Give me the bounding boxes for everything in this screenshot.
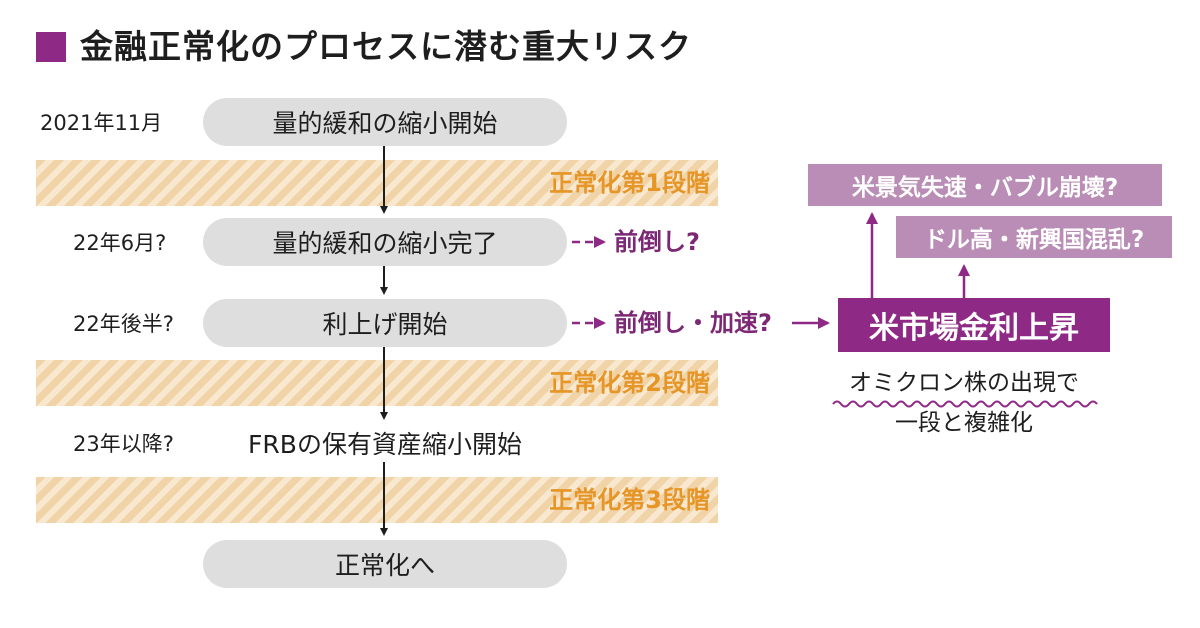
- step-label-1: 量的緩和の縮小開始: [272, 109, 498, 138]
- note-completion-earlier: 前倒し?: [614, 228, 700, 256]
- step-pill-5: 正常化へ: [203, 540, 567, 588]
- rate-rise-box: 米市場金利上昇: [838, 298, 1110, 352]
- note-hike-earlier: 前倒し・加速?: [614, 309, 772, 337]
- step-label-4: FRBの保有資産縮小開始: [248, 430, 522, 459]
- phase-label-1: 正常化第1段階: [549, 169, 710, 197]
- phase-label-3: 正常化第3段階: [549, 486, 710, 514]
- page-title: 金融正常化のプロセスに潜む重大リスク: [80, 27, 692, 66]
- phase-band-1: 正常化第1段階: [36, 160, 718, 206]
- risk-label-1: 米景気失速・バブル崩壊?: [851, 175, 1119, 201]
- title-marker: [36, 32, 66, 62]
- risk-box-2: ドル高・新興国混乱?: [896, 216, 1172, 258]
- step-date-3: 22年後半?: [73, 312, 174, 336]
- step-pill-2: 量的緩和の縮小完了: [203, 218, 567, 266]
- step-date-4: 23年以降?: [73, 432, 174, 456]
- step-plain-4: FRBの保有資産縮小開始: [203, 419, 567, 467]
- step-label-5: 正常化へ: [334, 551, 435, 580]
- omicron-line-1: オミクロン株の出現で: [849, 370, 1079, 396]
- phase-band-3: 正常化第3段階: [36, 477, 718, 523]
- step-date-2: 22年6月?: [73, 231, 167, 255]
- step-date-1: 2021年11月: [40, 111, 163, 135]
- step-label-3: 利上げ開始: [322, 310, 448, 339]
- rate-rise-label: 米市場金利上昇: [869, 311, 1079, 346]
- omicron-wavy-underline: [832, 400, 1098, 408]
- step-pill-1: 量的緩和の縮小開始: [203, 98, 567, 146]
- risk-box-1: 米景気失速・バブル崩壊?: [808, 164, 1162, 206]
- step-label-2: 量的緩和の縮小完了: [272, 229, 498, 258]
- risk-label-2: ドル高・新興国混乱?: [923, 227, 1145, 253]
- omicron-line-2: 一段と複雑化: [895, 410, 1033, 436]
- phase-band-2: 正常化第2段階: [36, 360, 718, 406]
- step-pill-3: 利上げ開始: [203, 299, 567, 347]
- phase-label-2: 正常化第2段階: [549, 369, 710, 397]
